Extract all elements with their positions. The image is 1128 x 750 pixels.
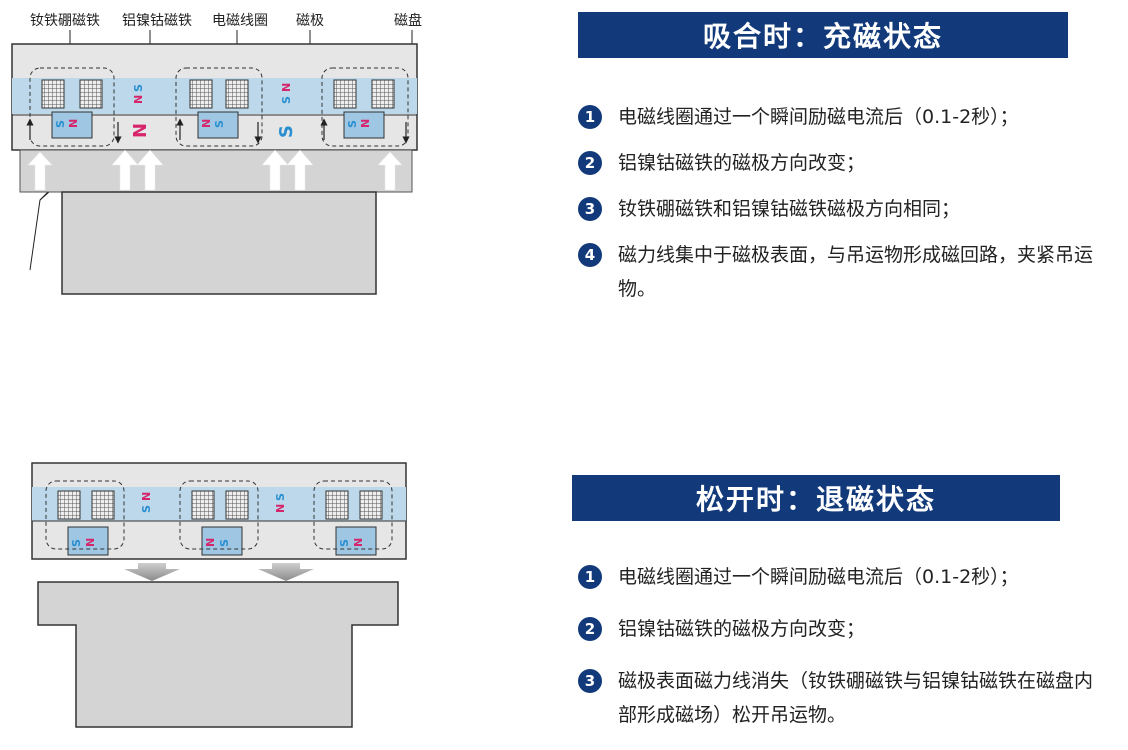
pole-s: S [54, 120, 67, 128]
step-item: 3 钕铁硼磁铁和铝镍钴磁铁磁极方向相同； [578, 192, 1118, 226]
label-coil: 电磁线圈 [212, 13, 268, 29]
magnetized-steps: 1 电磁线圈通过一个瞬间励磁电流后（0.1-2秒）； 2 铝镍钴磁铁的磁极方向改… [578, 100, 1118, 318]
step-number-badge: 1 [578, 565, 602, 589]
magnetized-diagram: 钕铁硼磁铁 铝镍钴磁铁 电磁线圈 磁极 磁盘 [0, 0, 560, 320]
pole-n: N [140, 492, 153, 501]
pole-n: N [204, 538, 217, 547]
flux-arrows [26, 118, 410, 144]
pole-n: N [352, 538, 365, 547]
label-ndfeb-magnet: 钕铁硼磁铁 [30, 13, 100, 29]
magnet-unit-3 [313, 480, 393, 556]
step-text: 钕铁硼磁铁和铝镍钴磁铁磁极方向相同； [618, 198, 961, 220]
step-number-badge: 2 [578, 151, 602, 175]
demagnetized-title-banner: 松开时：退磁状态 [572, 475, 1060, 521]
step-item: 4 磁力线集中于磁极表面，与吊运物形成磁回路，夹紧吊运物。 [578, 238, 1098, 306]
workpiece [37, 581, 399, 728]
pole-s: S [346, 120, 359, 128]
pole-s: S [70, 539, 83, 547]
step-text: 铝镍钴磁铁的磁极方向改变； [618, 618, 866, 640]
pole-n: N [359, 119, 372, 128]
pole-s: S [140, 505, 153, 513]
pole-n: N [200, 119, 213, 128]
step-text: 铝镍钴磁铁的磁极方向改变； [618, 152, 866, 174]
pole-n: N [67, 119, 80, 128]
magnet-unit-1 [45, 480, 125, 556]
workpiece [61, 191, 377, 295]
step-item: 1 电磁线圈通过一个瞬间励磁电流后（0.1-2秒）； [578, 100, 1118, 134]
step-text: 磁力线集中于磁极表面，与吊运物形成磁回路，夹紧吊运物。 [618, 244, 1094, 300]
step-number-badge: 2 [578, 617, 602, 641]
step-text: 电磁线圈通过一个瞬间励磁电流后（0.1-2秒）； [618, 106, 1019, 128]
magnet-unit-2 [175, 67, 263, 147]
step-item: 3 磁极表面磁力线消失（钕铁硼磁铁与铝镍钴磁铁在磁盘内部形成磁场）松开吊运物。 [578, 664, 1108, 732]
magnet-band [32, 487, 406, 521]
magnet-unit-3 [321, 67, 409, 147]
step-item: 2 铝镍钴磁铁的磁极方向改变； [578, 146, 1118, 180]
pole-s-large: S [276, 125, 297, 138]
pole-n: N [132, 95, 145, 104]
pole-s: S [280, 96, 293, 104]
step-item: 1 电磁线圈通过一个瞬间励磁电流后（0.1-2秒）； [578, 560, 1118, 594]
pole-n: N [84, 538, 97, 547]
pole-n: N [280, 83, 293, 92]
step-text: 电磁线圈通过一个瞬间励磁电流后（0.1-2秒）； [618, 566, 1019, 588]
pole-s: S [218, 539, 231, 547]
demagnetized-steps: 1 电磁线圈通过一个瞬间励磁电流后（0.1-2秒）； 2 铝镍钴磁铁的磁极方向改… [578, 560, 1118, 750]
step-number-badge: 1 [578, 105, 602, 129]
step-number-badge: 3 [578, 669, 602, 693]
pole-n: N [274, 504, 287, 513]
release-arrows [124, 563, 314, 581]
pole-s: S [213, 120, 226, 128]
pole-n-large: N [130, 123, 151, 138]
magnet-unit-1 [29, 67, 115, 147]
step-item: 2 铝镍钴磁铁的磁极方向改变； [578, 612, 1118, 646]
step-number-badge: 4 [578, 243, 602, 267]
pole-s: S [338, 539, 351, 547]
step-text: 磁极表面磁力线消失（钕铁硼磁铁与铝镍钴磁铁在磁盘内部形成磁场）松开吊运物。 [618, 670, 1094, 726]
step-number-badge: 3 [578, 197, 602, 221]
pole-s: S [132, 84, 145, 92]
label-alnico-magnet: 铝镍钴磁铁 [122, 13, 192, 29]
demagnetized-diagram: N S S N S N N S S N [0, 455, 560, 749]
label-disk: 磁盘 [394, 12, 422, 29]
flux-up-arrows [27, 149, 403, 191]
label-pole: 磁极 [296, 13, 324, 29]
magnet-unit-2 [179, 480, 259, 556]
pole-s: S [274, 493, 287, 501]
magnetized-title-banner: 吸合时：充磁状态 [578, 12, 1068, 58]
